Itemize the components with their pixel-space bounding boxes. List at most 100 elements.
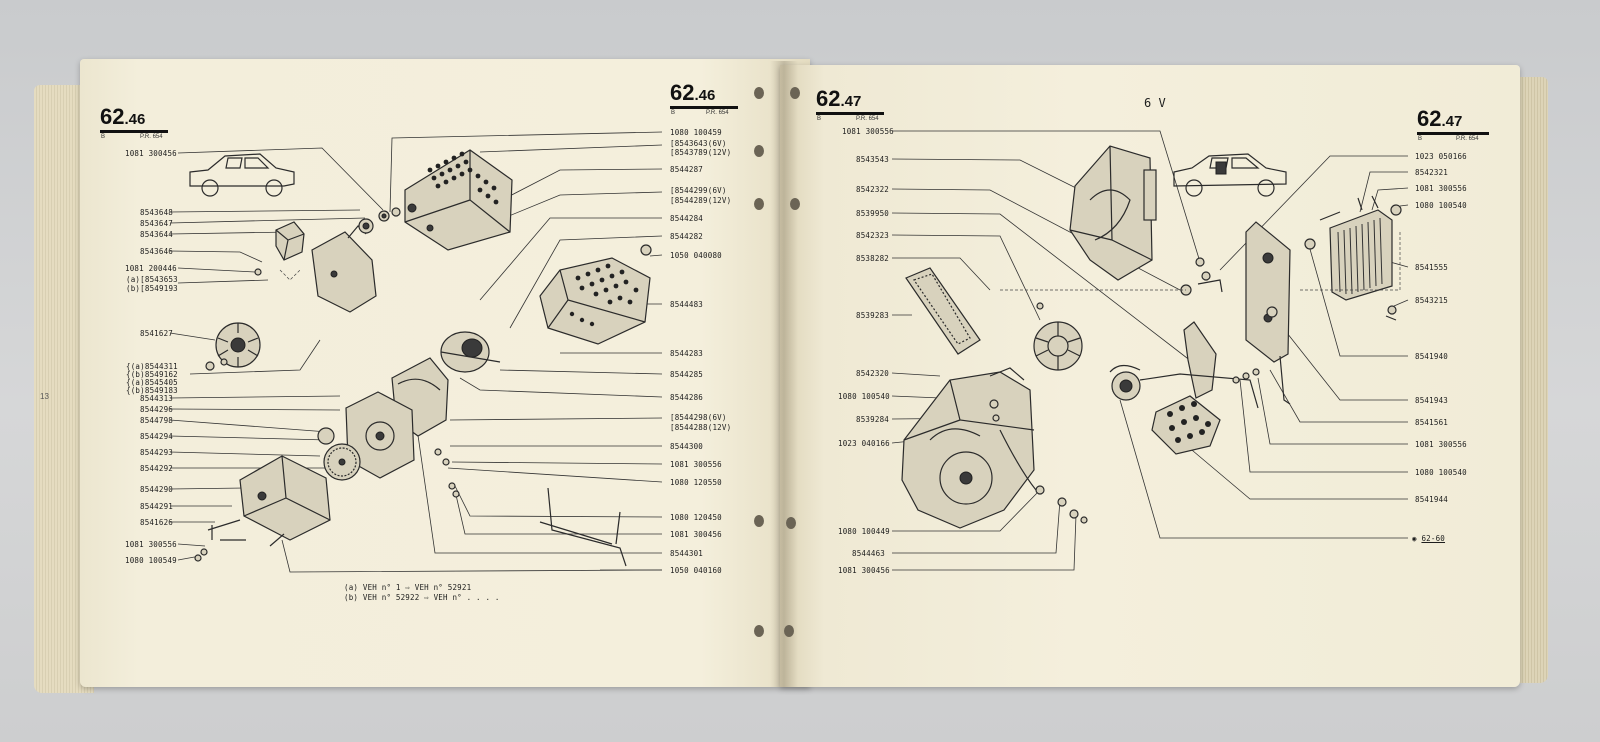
part-label: 8544313 <box>140 394 174 403</box>
part-label: [8544299(6V) <box>670 186 727 195</box>
binding-hole <box>784 625 794 637</box>
part-label: 8539283 <box>856 311 890 320</box>
left-header-ref: P.R. 654 <box>140 134 163 140</box>
part-label: 8542322 <box>856 185 890 194</box>
part-label: 8544296 <box>140 405 174 414</box>
part-label: 8541555 <box>1415 263 1449 272</box>
right-header-ref: P.R. 654 <box>856 116 879 122</box>
part-label: (a)[8543653 <box>126 275 178 284</box>
right-page-number: 62.47 <box>816 86 862 111</box>
part-label: 8543648 <box>140 208 174 217</box>
front-plate-part <box>239 455 331 541</box>
fastener-parts <box>194 207 652 562</box>
part-label: 1081 300456 <box>838 566 890 575</box>
part-label: 8544290 <box>140 485 174 494</box>
binding-hole <box>754 198 764 210</box>
part-label: 8543215 <box>1415 296 1449 305</box>
part-label: 1080 100549 <box>125 556 177 565</box>
part-label: 1081 300556 <box>1415 184 1467 193</box>
voltage-title: 6 V <box>1144 96 1166 110</box>
part-label: 8544300 <box>670 442 704 451</box>
binding-hole <box>754 145 764 157</box>
leader-lines-right <box>891 130 1409 571</box>
part-label: 8542321 <box>1415 168 1449 177</box>
left-page-number-top-right: 62.46 <box>670 80 716 105</box>
part-label: 8544284 <box>670 214 704 223</box>
part-label: 1080 100459 <box>670 128 722 137</box>
part-label: 8541626 <box>140 518 174 527</box>
side-panel-part <box>1245 221 1291 405</box>
part-label: 1081 300456 <box>125 149 177 158</box>
eye-icon: ◉ <box>1412 534 1417 543</box>
part-label: 8544294 <box>140 432 174 441</box>
switch-block-part <box>275 221 305 261</box>
header-rule <box>100 130 168 133</box>
part-label: [8543789(12V) <box>670 148 732 157</box>
part-label: 1023 040166 <box>838 439 890 448</box>
part-label: 1081 300556 <box>1415 440 1467 449</box>
part-label: 8538282 <box>856 254 890 263</box>
part-label: 8544285 <box>670 370 704 379</box>
part-label: 1080 100449 <box>838 527 890 536</box>
fan-wheel-part <box>215 322 261 368</box>
part-label: 1050 040160 <box>670 566 722 575</box>
header-rule <box>1417 132 1489 135</box>
part-label: [8544298(6V) <box>670 413 727 422</box>
part-label: 8544301 <box>670 549 704 558</box>
part-label: 8543647 <box>140 219 174 228</box>
part-label: [8543643(6V) <box>670 139 727 148</box>
margin-mark: 13 <box>40 392 49 401</box>
part-label: 8544286 <box>670 393 704 402</box>
part-label: 1081 300456 <box>670 530 722 539</box>
heater-shroud-part <box>539 257 651 345</box>
part-label: 8542320 <box>856 369 890 378</box>
part-label: 8544283 <box>670 349 704 358</box>
heater-unit-part <box>1069 145 1157 281</box>
part-label: 8544291 <box>140 502 174 511</box>
linkage-rod-part <box>539 487 627 567</box>
motor-part <box>1109 364 1259 409</box>
part-label: 1080 100540 <box>1415 468 1467 477</box>
part-label: [8544289(12V) <box>670 196 732 205</box>
footnote-b: (b) VEH n° 52922 ⇨ VEH n° . . . . <box>344 593 500 602</box>
car-illustration <box>1173 153 1287 197</box>
binding-hole <box>754 625 764 637</box>
fan-wheel-part <box>1033 321 1083 371</box>
header-rule <box>816 112 884 115</box>
part-label: 8541627 <box>140 329 174 338</box>
part-label: 1081 300556 <box>125 540 177 549</box>
part-label: [8544288(12V) <box>670 423 732 432</box>
cable-part <box>999 429 1037 491</box>
part-label: 8543543 <box>856 155 890 164</box>
right-page-number-top-right: 62.47 <box>1417 106 1463 131</box>
part-label: 8544293 <box>140 448 174 457</box>
part-label: 1080 100540 <box>1415 201 1467 210</box>
deflector-part <box>1183 321 1217 399</box>
part-label: 8541940 <box>1415 352 1449 361</box>
part-label: 1081 200446 <box>125 264 177 273</box>
header-rule <box>670 106 738 109</box>
part-label: 1080 120550 <box>670 478 722 487</box>
binding-hole <box>754 87 764 99</box>
part-label: 8544292 <box>140 464 174 473</box>
part-label: 8543646 <box>140 247 174 256</box>
fastener-parts <box>989 204 1402 524</box>
part-label: 1081 300556 <box>842 127 894 136</box>
part-label: 1080 100540 <box>838 392 890 401</box>
radiator-core-part <box>1319 195 1393 301</box>
part-label: 8544483 <box>670 300 704 309</box>
left-header-ref-2: P.R. 654 <box>706 110 729 116</box>
part-label: {(a)8544311 <box>126 362 178 371</box>
car-illustration <box>189 153 295 197</box>
part-label: 8544463 <box>852 549 886 558</box>
left-page-number: 62.46 <box>100 104 146 129</box>
part-label: 8543644 <box>140 230 174 239</box>
part-label: 1081 300556 <box>670 460 722 469</box>
gear-part <box>317 427 361 481</box>
part-label: 8539284 <box>856 415 890 424</box>
book-gutter <box>770 61 798 687</box>
part-label: {(b)8549162 <box>126 370 178 379</box>
part-label: 1080 120450 <box>670 513 722 522</box>
part-label: 1050 040080 <box>670 251 722 260</box>
